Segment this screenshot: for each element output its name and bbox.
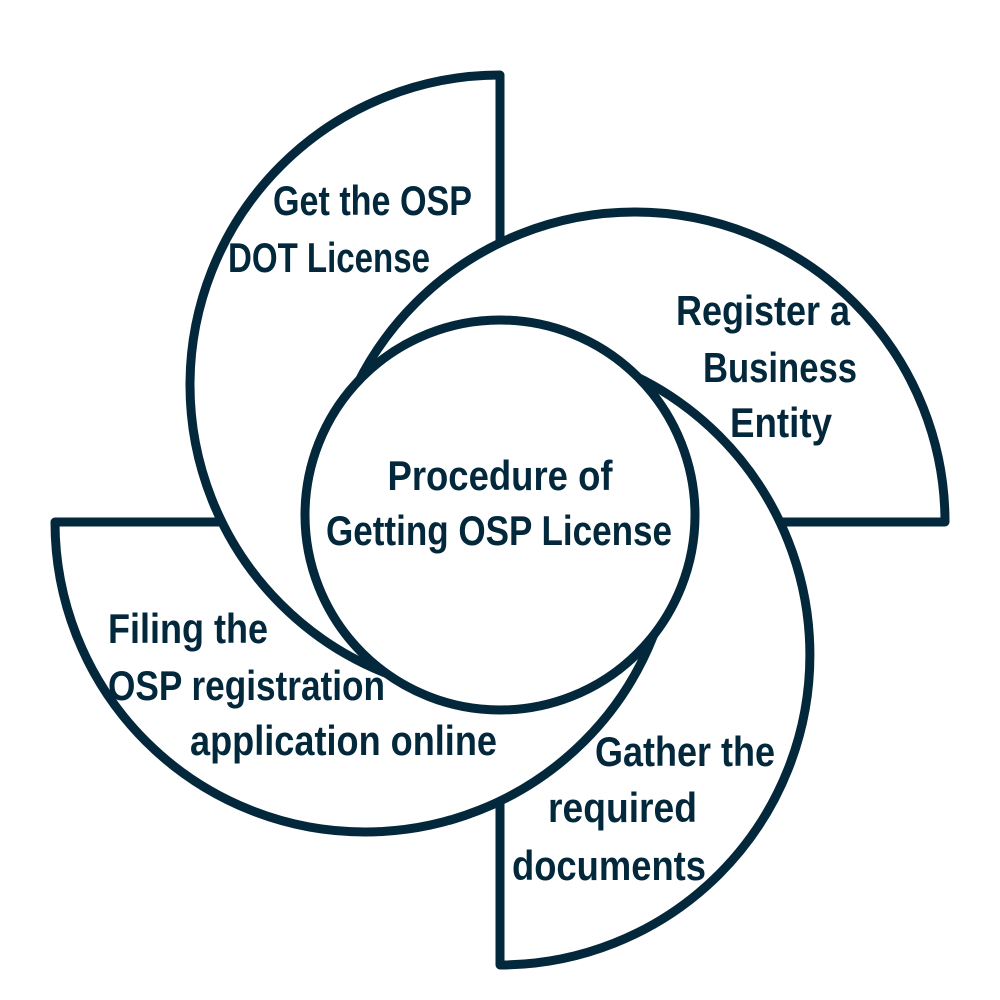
step-label-register-line-1: Register a xyxy=(676,287,851,334)
step-label-gather-line-3: documents xyxy=(512,842,706,889)
center-title-line-2: Getting OSP License xyxy=(326,507,672,554)
step-label-filing-line-2: OSP registration xyxy=(108,662,385,709)
step-label-get-license-line-2: DOT License xyxy=(228,234,430,281)
center-title-line-1: Procedure of xyxy=(388,452,614,499)
step-label-register-line-3: Entity xyxy=(730,399,833,446)
step-label-get-license-line-1: Get the OSP xyxy=(273,177,472,224)
step-label-filing-line-3: application online xyxy=(190,717,497,764)
step-label-filing-line-1: Filing the xyxy=(108,605,268,652)
step-label-gather-line-1: Gather the xyxy=(595,728,775,775)
step-label-gather-line-2: required xyxy=(548,784,697,831)
step-label-register-line-2: Business xyxy=(703,344,857,391)
center-circle xyxy=(300,315,700,715)
